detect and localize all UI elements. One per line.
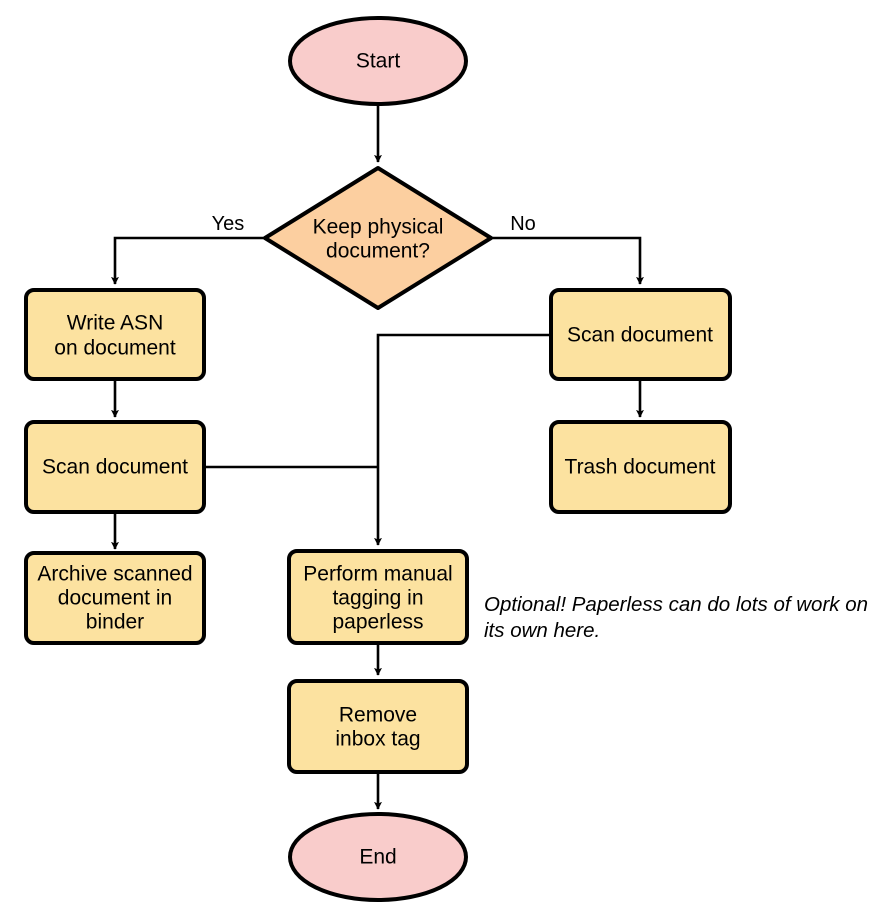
edge-label-no: No (510, 213, 536, 235)
node-start[interactable]: Start (288, 16, 468, 106)
archive-box (24, 551, 206, 645)
node-write-asn[interactable]: Write ASN on document (24, 288, 206, 381)
decision-label-line2: document? (326, 240, 430, 263)
edge-decision-yes-to-write-asn (111, 236, 265, 285)
annotation-line1: Optional! Paperless can do lots of work … (484, 593, 868, 616)
edge-label-yes: Yes (212, 213, 245, 235)
remove-inbox-tag-box (287, 679, 469, 774)
end-ellipse (288, 812, 468, 902)
write-asn-label-line2: on document (54, 337, 176, 360)
node-decision-keep-physical-document[interactable]: Keep physical document? (263, 166, 493, 310)
node-perform-manual-tagging[interactable]: Perform manual tagging in paperless (287, 549, 469, 645)
scan-document-right-label: Scan document (567, 324, 713, 347)
start-label: Start (356, 50, 401, 73)
trash-document-box (549, 420, 732, 514)
tagging-label-line1: Perform manual (303, 563, 452, 586)
remove-inbox-label-line2: inbox tag (335, 728, 420, 751)
node-end[interactable]: End (288, 812, 468, 902)
archive-label-line3: binder (86, 611, 144, 634)
node-trash-document[interactable]: Trash document (549, 420, 732, 514)
node-scan-document-left[interactable]: Scan document (24, 420, 206, 514)
trash-document-label: Trash document (565, 456, 716, 479)
tagging-box (287, 549, 469, 645)
scan-document-left-box (24, 420, 206, 514)
scan-document-left-label: Scan document (42, 456, 188, 479)
tagging-label-line2: tagging in (332, 587, 423, 610)
start-ellipse (288, 16, 468, 106)
node-scan-document-right[interactable]: Scan document (549, 288, 732, 381)
write-asn-label-line1: Write ASN (67, 312, 163, 335)
edge-decision-no-to-scan-right (491, 236, 644, 285)
node-archive-scanned-document[interactable]: Archive scanned document in binder (24, 551, 206, 645)
remove-inbox-label-line1: Remove (339, 704, 417, 727)
decision-label-line1: Keep physical (313, 216, 444, 239)
edge-scan-right-to-tagging (374, 333, 551, 546)
tagging-label-line3: paperless (332, 611, 423, 634)
end-label: End (359, 846, 396, 869)
decision-diamond (263, 166, 493, 310)
node-remove-inbox-tag[interactable]: Remove inbox tag (287, 679, 469, 774)
archive-label-line2: document in (58, 587, 172, 610)
archive-label-line1: Archive scanned (37, 563, 192, 586)
annotation-line2: its own here. (484, 619, 600, 642)
write-asn-box (24, 288, 206, 381)
annotation-optional-note: Optional! Paperless can do lots of work … (484, 593, 868, 642)
scan-document-right-box (549, 288, 732, 381)
